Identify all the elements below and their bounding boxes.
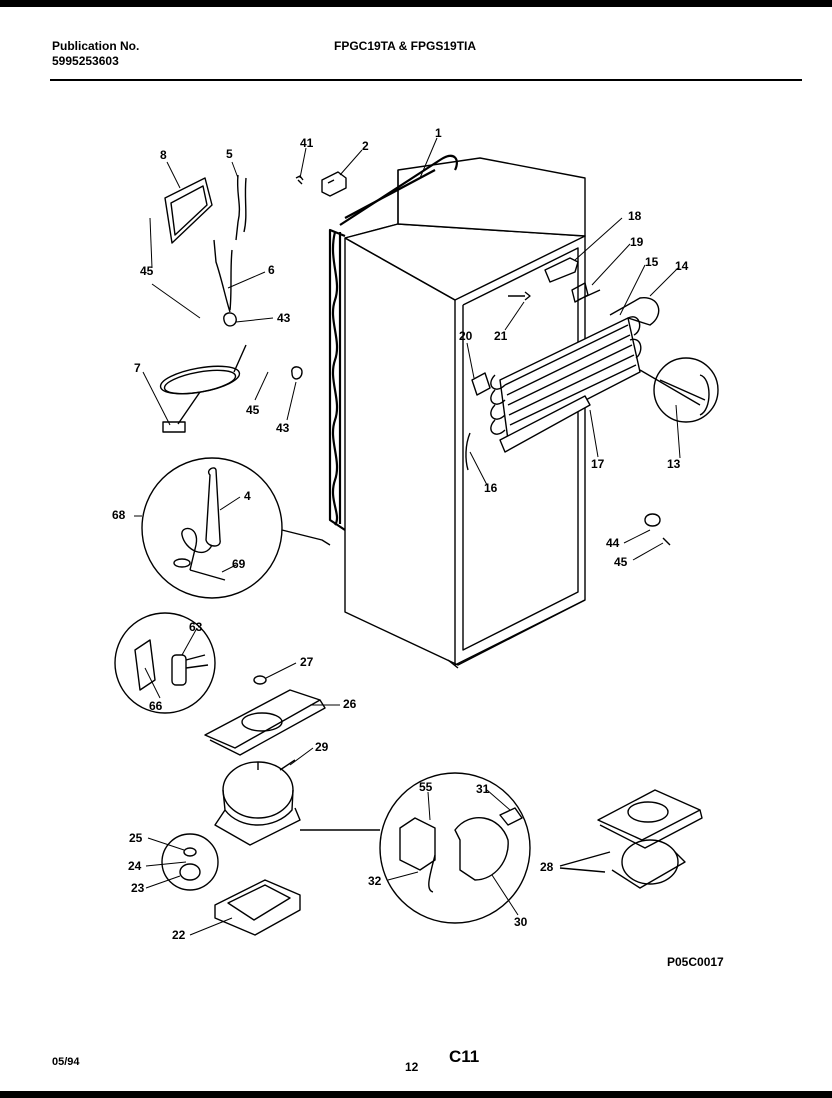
clip-part-43 <box>223 312 237 327</box>
callout-22: 22 <box>172 928 186 942</box>
callout-24: 24 <box>128 859 142 873</box>
callout-13: 13 <box>667 457 681 471</box>
wiring-part-5 <box>235 174 247 241</box>
callout-27: 27 <box>300 655 314 669</box>
callout-15: 15 <box>645 255 659 269</box>
clip-part-43b <box>291 366 303 380</box>
callout-44: 44 <box>606 536 620 550</box>
detail-circle-part-13 <box>639 357 719 423</box>
callout-55: 55 <box>419 780 433 794</box>
bottom-border <box>0 1091 832 1098</box>
callout-17: 17 <box>591 457 605 471</box>
callout-63: 63 <box>189 620 203 634</box>
grommet-part-27 <box>253 675 267 685</box>
screw-part-41 <box>295 175 304 185</box>
detail-circle-part-63 <box>114 612 216 714</box>
callout-45a: 45 <box>140 264 154 278</box>
callout-1: 1 <box>435 126 442 140</box>
grommet-parts-23-25 <box>161 833 219 891</box>
callout-26: 26 <box>343 697 357 711</box>
detail-circle-relay-parts <box>379 772 531 924</box>
callout-32: 32 <box>368 874 382 888</box>
callout-labels: 1 2 41 5 8 45 6 43 7 45 43 18 19 15 14 2… <box>112 126 689 942</box>
part-20 <box>471 372 491 396</box>
publication-number: 5995253603 <box>52 54 119 68</box>
callout-16: 16 <box>484 481 498 495</box>
callout-43b: 43 <box>276 421 290 435</box>
callout-25: 25 <box>129 831 143 845</box>
thermostat-part-18 <box>544 257 579 283</box>
callout-23: 23 <box>131 881 145 895</box>
top-border <box>0 0 832 7</box>
base-part-22 <box>214 879 301 936</box>
callout-31: 31 <box>476 782 490 796</box>
callout-20: 20 <box>459 329 473 343</box>
leader-lines <box>134 137 681 936</box>
callout-6: 6 <box>268 263 275 277</box>
drain-pan-part-26 <box>204 689 326 756</box>
callout-21: 21 <box>494 329 508 343</box>
callout-14: 14 <box>675 259 689 273</box>
callout-28: 28 <box>540 860 554 874</box>
tube-part-16 <box>465 432 471 471</box>
callout-45b: 45 <box>246 403 260 417</box>
callout-4: 4 <box>244 489 251 503</box>
model-title: FPGC19TA & FPGS19TIA <box>334 39 477 53</box>
callout-66: 66 <box>149 699 163 713</box>
bracket-part-19 <box>571 282 601 303</box>
callout-43a: 43 <box>277 311 291 325</box>
callout-19: 19 <box>630 235 644 249</box>
footer-section: C11 <box>449 1047 480 1066</box>
wiring-part-6 <box>213 239 233 313</box>
cover-part-8 <box>164 177 213 244</box>
detail-circle-part-68 <box>141 457 331 599</box>
callout-5: 5 <box>226 147 233 161</box>
compressor-part-29 <box>214 759 380 846</box>
tube-part-14 <box>609 297 660 326</box>
callout-7: 7 <box>134 361 141 375</box>
clip-part-44 <box>644 513 661 527</box>
callout-8: 8 <box>160 148 167 162</box>
callout-69: 69 <box>232 557 246 571</box>
header-rule <box>50 79 802 81</box>
harness-part-7 <box>159 344 247 433</box>
screw-part-45-right <box>662 537 671 546</box>
cabinet-body <box>344 157 586 669</box>
bracket-part-2 <box>321 171 347 197</box>
callout-2: 2 <box>362 139 369 153</box>
callout-41: 41 <box>300 136 314 150</box>
callout-68: 68 <box>112 508 126 522</box>
footer-date: 05/94 <box>52 1056 80 1068</box>
callout-30: 30 <box>514 915 528 929</box>
diagram-code: P05C0017 <box>667 955 724 969</box>
callout-18: 18 <box>628 209 642 223</box>
callout-29: 29 <box>315 740 329 754</box>
coil-assembly-part-15 <box>490 316 642 453</box>
publication-label: Publication No. <box>52 39 140 53</box>
footer-page: 12 <box>405 1060 419 1074</box>
compressor-assembly-part-28 <box>559 789 703 889</box>
callout-45c: 45 <box>614 555 628 569</box>
part-21 <box>508 291 531 301</box>
